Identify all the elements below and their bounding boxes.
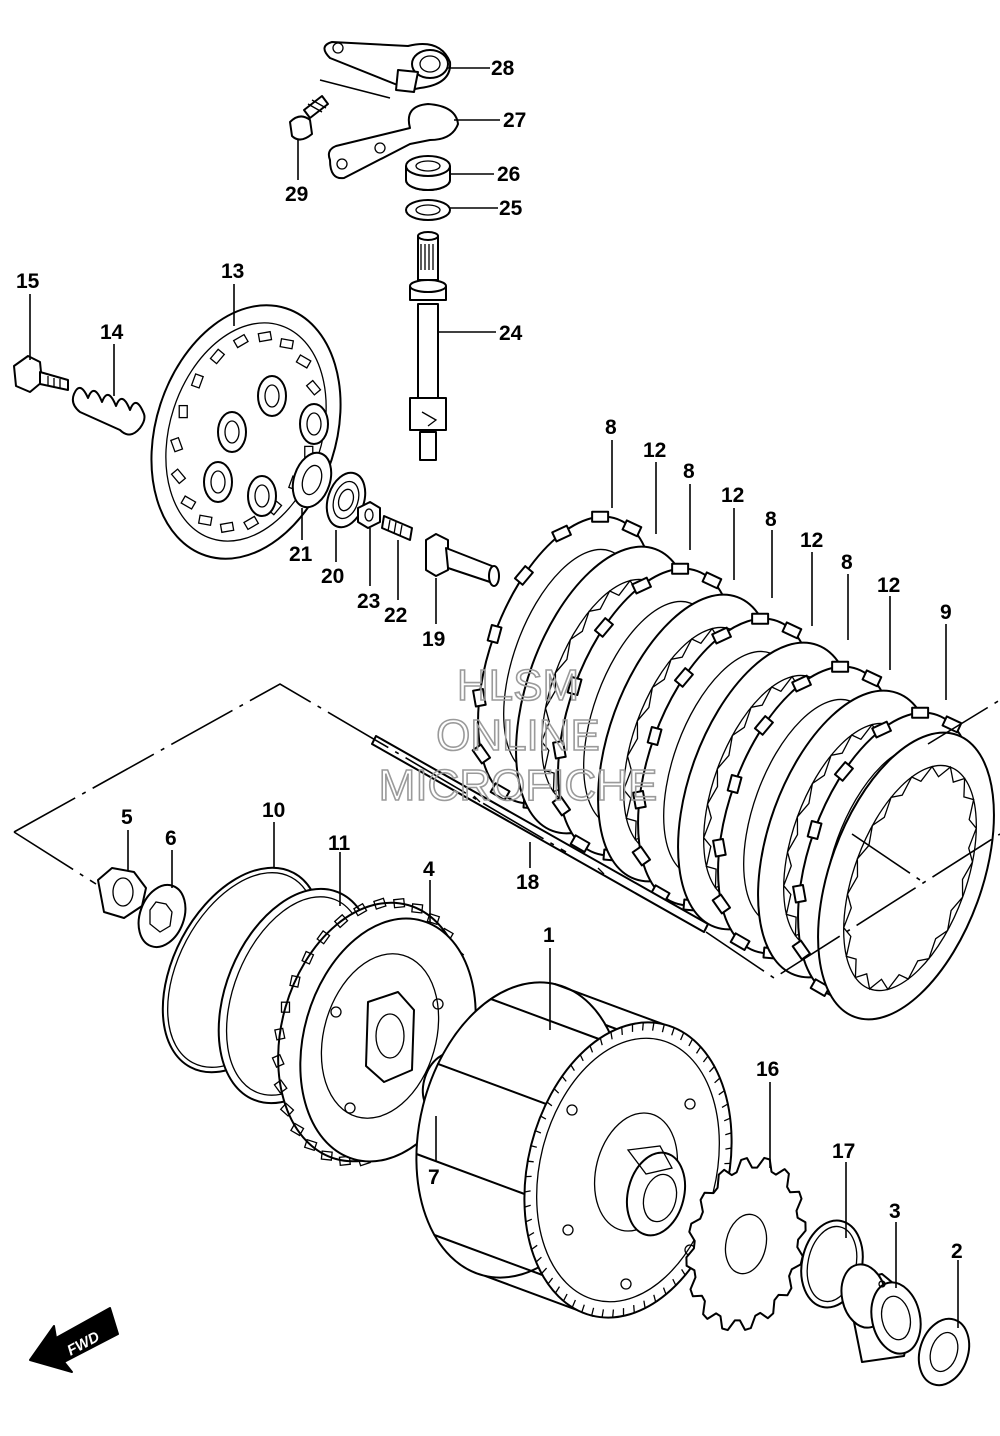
- part-27-lever: [327, 103, 459, 180]
- part-6-lock-washer: [137, 884, 187, 948]
- part-23-nut: [357, 501, 381, 529]
- part-28-release-arm: [319, 41, 452, 99]
- callout-12b: 12: [721, 484, 744, 507]
- callout-10: 10: [262, 799, 285, 822]
- callout-12c: 12: [800, 529, 823, 552]
- callout-9: 9: [940, 601, 952, 624]
- callout-19: 19: [422, 628, 445, 651]
- callout-11: 11: [328, 832, 351, 855]
- watermark-line-1: HLSM: [457, 661, 579, 710]
- callout-13: 13: [221, 260, 244, 283]
- callout-8a: 8: [605, 416, 617, 439]
- callout-14: 14: [100, 321, 124, 344]
- part-29-screw: [289, 95, 329, 141]
- part-18-push-rod: [371, 735, 709, 933]
- callout-20: 20: [321, 565, 344, 588]
- callout-23: 23: [357, 590, 380, 613]
- callout-labels: 28 27 26 25 24 29 15 14 13 21 20 23 22 1…: [16, 57, 963, 1263]
- fwd-arrow-icon: FWD: [29, 1307, 119, 1373]
- watermark-line-3: MICROFICHE: [379, 761, 658, 810]
- callout-8b: 8: [683, 460, 695, 483]
- callout-12a: 12: [643, 439, 666, 462]
- driven-plate: [817, 731, 995, 1021]
- part-19-push-piece: [425, 533, 500, 587]
- part-1-clutch-housing: [415, 981, 733, 1319]
- leader-lines: [29, 67, 959, 1328]
- callout-1: 1: [543, 924, 555, 947]
- part-24-release-shaft: [409, 231, 447, 461]
- part-3-spacer: [840, 1263, 922, 1363]
- assembly-outline: [13, 683, 1000, 979]
- callout-4: 4: [423, 858, 435, 881]
- part-26-bearing: [405, 155, 451, 191]
- callout-29: 29: [285, 183, 308, 206]
- part-13-pressure-plate: [150, 304, 342, 560]
- callout-7: 7: [428, 1166, 440, 1189]
- callout-25: 25: [499, 197, 523, 220]
- part-5-nut: [97, 867, 147, 919]
- callout-21: 21: [289, 543, 313, 566]
- callout-18: 18: [516, 871, 540, 894]
- part-15-bolt: [13, 355, 69, 393]
- plate-stack: [471, 510, 995, 1021]
- callout-8d: 8: [841, 551, 853, 574]
- callout-15: 15: [16, 270, 40, 293]
- part-2-washer: [917, 1317, 971, 1387]
- callout-24: 24: [499, 322, 523, 345]
- callout-28: 28: [491, 57, 515, 80]
- part-21-washer: [291, 451, 333, 509]
- part-22-stud: [381, 515, 413, 541]
- callout-22: 22: [384, 604, 407, 627]
- callout-2: 2: [951, 1240, 963, 1263]
- callout-17: 17: [832, 1140, 855, 1163]
- callout-26: 26: [497, 163, 520, 186]
- callout-6: 6: [165, 827, 177, 850]
- watermark: HLSM ONLINE MICROFICHE: [378, 660, 658, 811]
- callout-12d: 12: [877, 574, 900, 597]
- callout-27: 27: [503, 109, 526, 132]
- callout-16: 16: [756, 1058, 779, 1081]
- part-16-oil-pump-gear: [685, 1156, 807, 1332]
- watermark-line-2: ONLINE: [436, 711, 600, 760]
- callout-8c: 8: [765, 508, 777, 531]
- part-25-washer: [405, 199, 451, 221]
- part-14-spring: [71, 387, 146, 436]
- callout-5: 5: [121, 806, 133, 829]
- callout-3: 3: [889, 1200, 901, 1223]
